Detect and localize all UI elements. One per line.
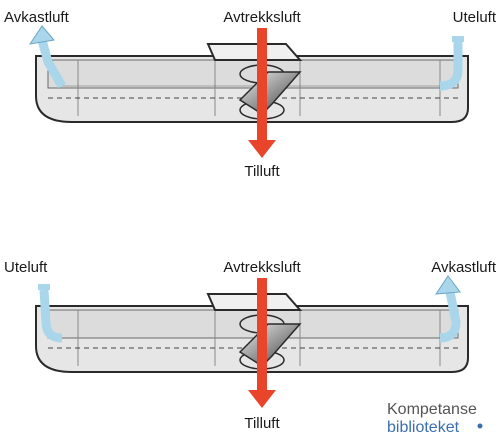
supply-arrowhead-top <box>248 140 276 158</box>
kompetansebiblioteket-logo: Kompetanse biblioteket <box>387 401 483 436</box>
logo-line2: biblioteket <box>387 419 460 436</box>
supply-arrowhead-bottom <box>248 390 276 408</box>
intake-cap-left-bottom <box>38 284 50 290</box>
intake-riser-left-bottom <box>39 289 63 343</box>
label-center-top: Avtrekksluft <box>223 9 301 26</box>
label-left-top: Avkastluft <box>4 9 70 26</box>
ventilation-unit-top: Avkastluft Avtrekksluft Uteluft Tilluft <box>4 9 497 180</box>
exhaust-riser-right-bottom <box>439 291 461 343</box>
fan-housing-bottom <box>206 293 303 311</box>
label-left-bottom: Uteluft <box>4 259 48 276</box>
logo-line1: Kompetanse <box>387 401 477 418</box>
label-right-top: Uteluft <box>453 9 497 26</box>
intake-cap-right-top <box>452 36 464 42</box>
fan-housing-top <box>206 43 303 61</box>
logo-dot-icon <box>477 423 483 429</box>
ventilation-unit-bottom: Uteluft Avtrekksluft Avkastluft Tilluft <box>4 259 497 432</box>
intake-riser-right-top <box>439 42 463 91</box>
exhaust-arrowhead-right-bottom <box>435 275 461 295</box>
label-bottom-bottom: Tilluft <box>244 415 280 432</box>
extract-duct-bottom <box>257 278 267 394</box>
label-right-bottom: Avkastluft <box>431 259 497 276</box>
label-bottom-top: Tilluft <box>244 163 280 180</box>
exhaust-arrowhead-left-top <box>28 25 55 45</box>
extract-duct-top <box>257 28 267 144</box>
label-center-bottom: Avtrekksluft <box>223 259 301 276</box>
exhaust-riser-left-top <box>37 38 66 89</box>
